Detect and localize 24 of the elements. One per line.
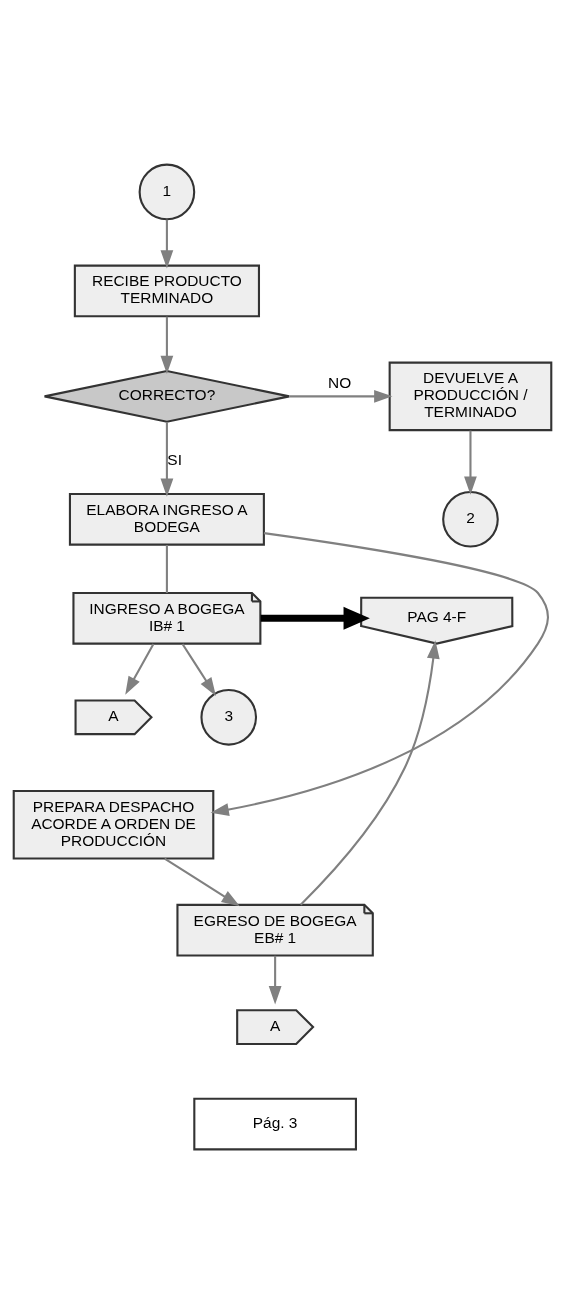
edge-label: SI — [167, 450, 182, 468]
arrow — [160, 316, 174, 375]
connector — [165, 544, 168, 593]
arrow — [268, 955, 282, 1005]
arrow — [125, 643, 155, 695]
node-box: Pág. 3 — [193, 1097, 357, 1151]
node-box: PREPARA DESPACHO ACORDE A ORDEN DE PRODUCCIÓN — [12, 789, 215, 860]
node-box: DEVUELVE A PRODUCCIÓN / TERMINADO — [388, 361, 553, 432]
edge-label: NO — [328, 373, 352, 391]
arrow — [260, 606, 370, 630]
node-diamond: CORRECTO? — [43, 370, 291, 423]
arrow — [289, 389, 393, 403]
arrow — [181, 643, 216, 696]
arrow — [160, 422, 174, 497]
arrow — [160, 219, 174, 269]
node-circle: 1 — [138, 163, 196, 221]
node-box: ELABORA INGRESO A BODEGA — [68, 492, 265, 546]
arrow — [210, 532, 549, 816]
node-circle: 2 — [442, 490, 499, 548]
node-circle: 3 — [200, 688, 258, 746]
arrow — [164, 857, 240, 907]
arrow — [464, 430, 477, 495]
node-box: RECIBE PRODUCTO TERMINADO — [73, 264, 260, 318]
arrow — [300, 640, 440, 906]
